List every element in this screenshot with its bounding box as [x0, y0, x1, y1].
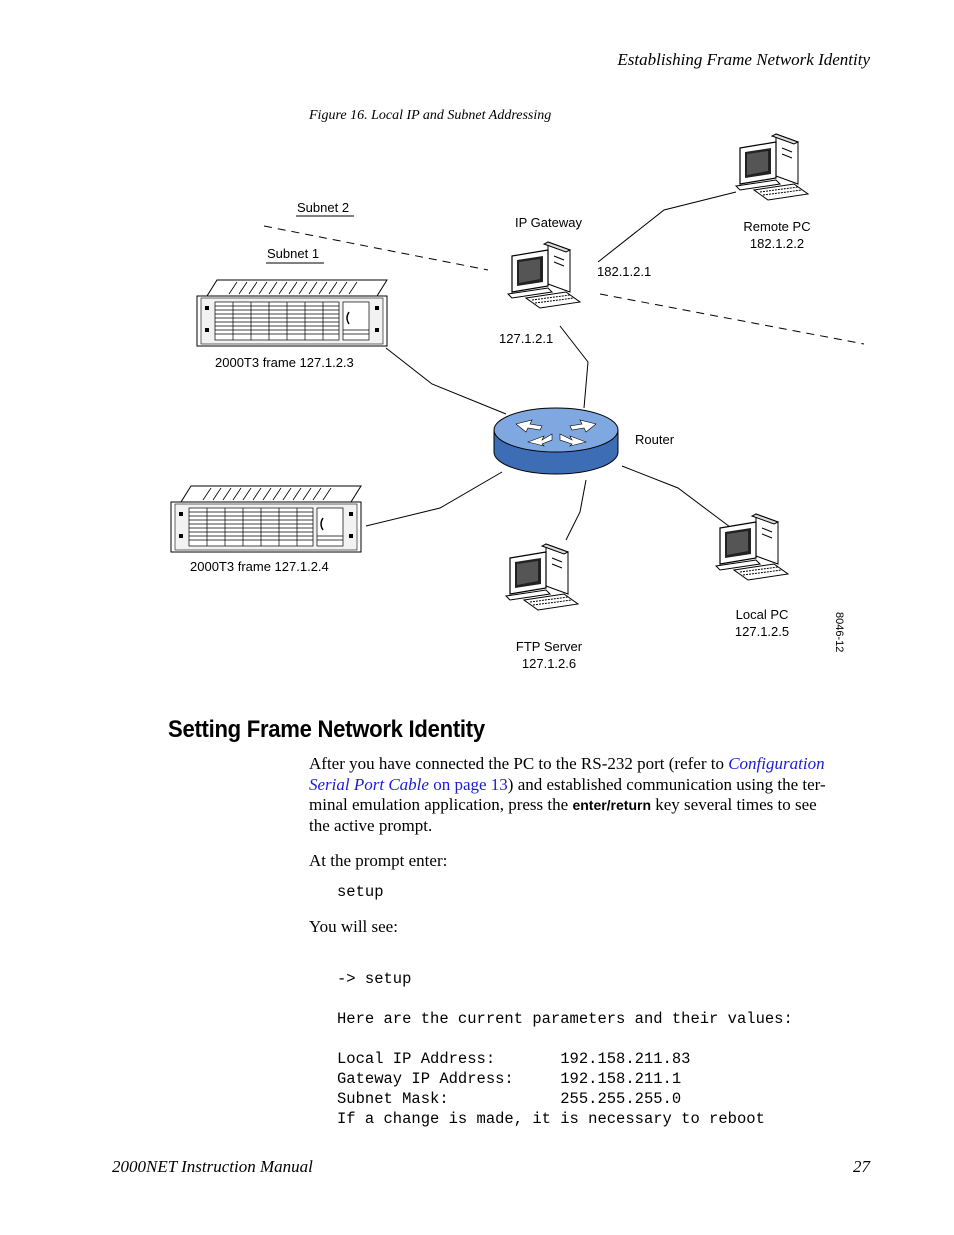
output-line: Here are the current parameters and thei…: [337, 1010, 793, 1028]
frame-1-icon: [196, 279, 388, 347]
terminal-output: -> setup​Here are the current parameters…: [337, 949, 793, 1149]
figure-caption: Figure 16. Local IP and Subnet Addressin…: [309, 108, 552, 123]
output-line: Gateway IP Address: 192.158.211.1: [337, 1070, 682, 1088]
ip-gateway-icon: [507, 241, 581, 309]
gateway-remote-ip: 182.1.2.1: [597, 264, 651, 279]
output-line: Subnet Mask: 255.255.255.0: [337, 1090, 682, 1108]
subnet2-line: [263, 225, 489, 271]
enter-return-key: enter/return: [572, 797, 652, 813]
prompt-intro: At the prompt enter:: [309, 851, 448, 870]
output-line: Local IP Address: 192.158.211.83: [337, 1050, 691, 1068]
ip-gateway-label: IP Gateway: [515, 215, 582, 230]
figure-id-code: 8046-12: [833, 612, 845, 653]
remote-pc-icon: [735, 133, 809, 201]
local-pc-label: Local PC: [736, 607, 789, 622]
gateway-local-ip: 127.1.2.1: [499, 331, 553, 346]
frame-2-icon: [170, 485, 362, 553]
local-pc-ip: 127.1.2.5: [735, 624, 789, 639]
intro-paragraph: After you have connected the PC to the R…: [309, 754, 826, 835]
page-number: 27: [853, 1157, 870, 1176]
subnet1-line: [599, 293, 865, 345]
local-pc-icon: [715, 513, 789, 581]
frame-1-label: 2000T3 frame 127.1.2.3: [215, 355, 354, 370]
you-will-see: You will see:: [309, 917, 398, 936]
ftp-server-label: FTP Server: [516, 639, 583, 654]
router-icon: [493, 407, 619, 475]
page-13-link[interactable]: on page 13: [428, 774, 508, 794]
output-line: If a change is made, it is necessary to …: [337, 1110, 765, 1128]
config-link[interactable]: Configuration: [728, 754, 825, 773]
router-label: Router: [635, 432, 675, 447]
remote-pc-label: Remote PC: [743, 219, 810, 234]
frame-2-label: 2000T3 frame 127.1.2.4: [190, 559, 329, 574]
ftp-server-ip: 127.1.2.6: [522, 656, 576, 671]
network-diagram: Subnet 2 Subnet 1 IP Gateway 182.1.2.1 1…: [170, 133, 865, 671]
footer-manual-title: 2000NET Instruction Manual: [112, 1157, 313, 1176]
subnet2-label: Subnet 2: [297, 200, 349, 215]
setup-command: setup: [337, 883, 384, 901]
connection-lines: [365, 191, 737, 541]
output-line: ​: [337, 1029, 793, 1049]
section-heading: Setting Frame Network Identity: [168, 716, 485, 743]
serial-port-cable-link[interactable]: Serial Port Cable: [309, 774, 429, 794]
output-line: -> setup: [337, 970, 412, 988]
subnet1-label: Subnet 1: [267, 246, 319, 261]
running-header: Establishing Frame Network Identity: [617, 50, 870, 69]
ftp-server-icon: [505, 543, 579, 611]
output-line: ​: [337, 989, 793, 1009]
remote-pc-ip: 182.1.2.2: [750, 236, 804, 251]
